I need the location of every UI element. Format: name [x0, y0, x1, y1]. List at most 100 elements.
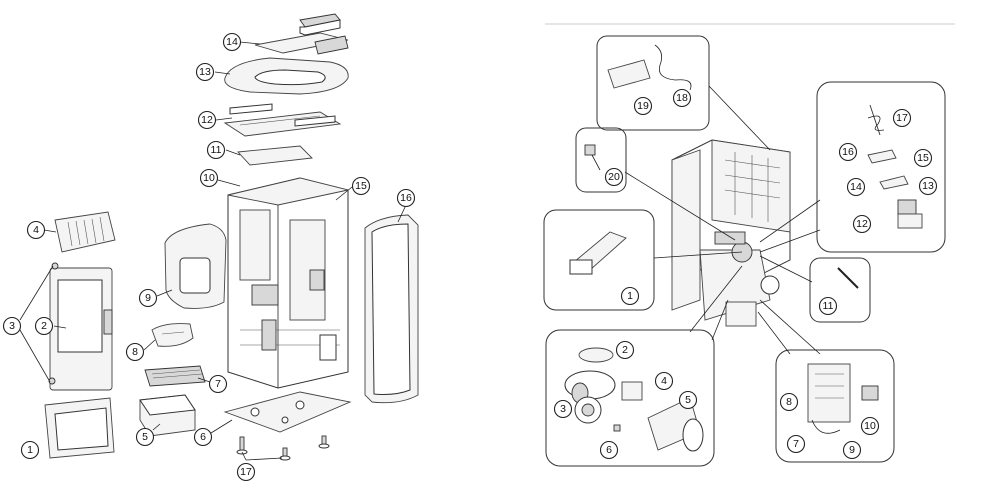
callout-left-3: 3: [2, 316, 22, 336]
bracket-plate: [223, 103, 342, 137]
svg-text:13: 13: [199, 66, 211, 78]
callout-left-8: 8: [125, 342, 145, 362]
callout-right-13: 13: [918, 176, 938, 196]
front-door: [49, 267, 113, 391]
svg-text:13: 13: [922, 180, 934, 192]
svg-text:11: 11: [823, 300, 834, 312]
ash-drawer: [139, 394, 196, 437]
svg-text:9: 9: [145, 292, 151, 304]
svg-text:10: 10: [864, 420, 876, 432]
callout-left-10: 10: [199, 168, 219, 188]
callout-left-16: 16: [396, 188, 416, 208]
callout-right-9: 9: [842, 440, 862, 460]
svg-text:7: 7: [793, 438, 799, 450]
svg-text:2: 2: [41, 320, 47, 332]
svg-text:5: 5: [685, 394, 691, 406]
svg-text:11: 11: [211, 144, 222, 156]
callout-right-2: 2: [615, 340, 635, 360]
svg-text:9: 9: [849, 444, 855, 456]
callout-left-5: 5: [135, 427, 155, 447]
svg-text:1: 1: [27, 444, 33, 456]
inset-probe-box: [809, 257, 871, 323]
callout-right-20: 20: [604, 167, 624, 187]
svg-text:2: 2: [622, 344, 628, 356]
callout-left-17: 17: [236, 462, 256, 482]
callout-left-14: 14: [222, 32, 242, 52]
svg-text:3: 3: [560, 403, 566, 415]
callout-right-16: 16: [838, 142, 858, 162]
inset-top-parts: [607, 44, 692, 91]
svg-text:15: 15: [355, 180, 367, 192]
inset-top-box: [596, 35, 710, 131]
svg-text:1: 1: [627, 290, 633, 302]
callout-left-12: 12: [197, 110, 217, 130]
svg-text:3: 3: [9, 320, 15, 332]
svg-text:6: 6: [606, 444, 612, 456]
svg-text:4: 4: [661, 375, 667, 387]
right-connector-lines: [624, 85, 821, 355]
side-panel: [364, 214, 419, 404]
left-leader-lines: [19, 41, 407, 461]
callout-right-10: 10: [860, 416, 880, 436]
callout-left-7: 7: [208, 374, 228, 394]
adjustable-feet: [236, 435, 330, 461]
svg-text:12: 12: [201, 114, 213, 126]
svg-text:5: 5: [142, 431, 148, 443]
callout-right-1: 1: [620, 286, 640, 306]
callout-left-4: 4: [26, 220, 46, 240]
callout-right-7: 7: [786, 434, 806, 454]
inset-board-box: [775, 349, 895, 463]
inset-sensor-part: [584, 144, 601, 171]
callout-left-6: 6: [193, 427, 213, 447]
callout-right-17: 17: [892, 108, 912, 128]
inset-control-box: [816, 81, 946, 253]
inset-control-parts: [867, 104, 923, 229]
pellet-hopper: [164, 223, 227, 309]
left-exploded-view: 14 13 12 11 10 15 16 4 3 2 9 8 7 5 6 1 1…: [2, 13, 419, 482]
svg-text:7: 7: [215, 378, 221, 390]
callout-right-8: 8: [779, 392, 799, 412]
callout-right-15: 15: [913, 148, 933, 168]
svg-text:8: 8: [132, 346, 138, 358]
callout-right-18: 18: [672, 88, 692, 108]
callout-right-12: 12: [852, 214, 872, 234]
svg-text:20: 20: [608, 171, 620, 183]
inset-sensor-box: [575, 127, 627, 193]
callout-right-19: 19: [633, 96, 653, 116]
svg-text:19: 19: [637, 100, 649, 112]
callout-left-15: 15: [351, 176, 371, 196]
svg-text:16: 16: [400, 192, 412, 204]
main-frame-body: [227, 177, 349, 389]
inset-probe-part: [837, 267, 859, 289]
top-grille: [54, 211, 116, 253]
svg-text:10: 10: [203, 172, 215, 184]
top-cover-plate: [254, 13, 349, 55]
callout-left-13: 13: [195, 62, 215, 82]
callout-left-11: 11: [206, 140, 226, 160]
svg-text:12: 12: [856, 218, 868, 230]
callout-right-3: 3: [553, 399, 573, 419]
ash-grate: [144, 365, 206, 387]
svg-text:8: 8: [786, 396, 792, 408]
fire-pot: [151, 323, 194, 347]
callout-right-5: 5: [678, 390, 698, 410]
svg-text:14: 14: [226, 36, 238, 48]
svg-text:17: 17: [896, 112, 908, 124]
small-baffle-plate: [237, 145, 313, 166]
callout-left-2: 2: [34, 316, 54, 336]
inset-fan-parts: [564, 347, 704, 452]
right-exploded-view: 19 18 20 1 17 16 15 14 13 12 11 2 4 3 5 …: [543, 23, 955, 467]
svg-text:14: 14: [850, 181, 862, 193]
svg-text:4: 4: [33, 224, 39, 236]
inset-auger-part: [569, 231, 627, 275]
lower-front-panel: [44, 397, 115, 459]
callout-left-1: 1: [20, 440, 40, 460]
internal-body: [671, 139, 791, 327]
svg-text:16: 16: [842, 146, 854, 158]
callout-right-11: 11: [818, 296, 838, 316]
svg-text:15: 15: [917, 152, 929, 164]
callout-right-6: 6: [599, 440, 619, 460]
svg-text:18: 18: [676, 92, 688, 104]
callout-left-9: 9: [138, 288, 158, 308]
